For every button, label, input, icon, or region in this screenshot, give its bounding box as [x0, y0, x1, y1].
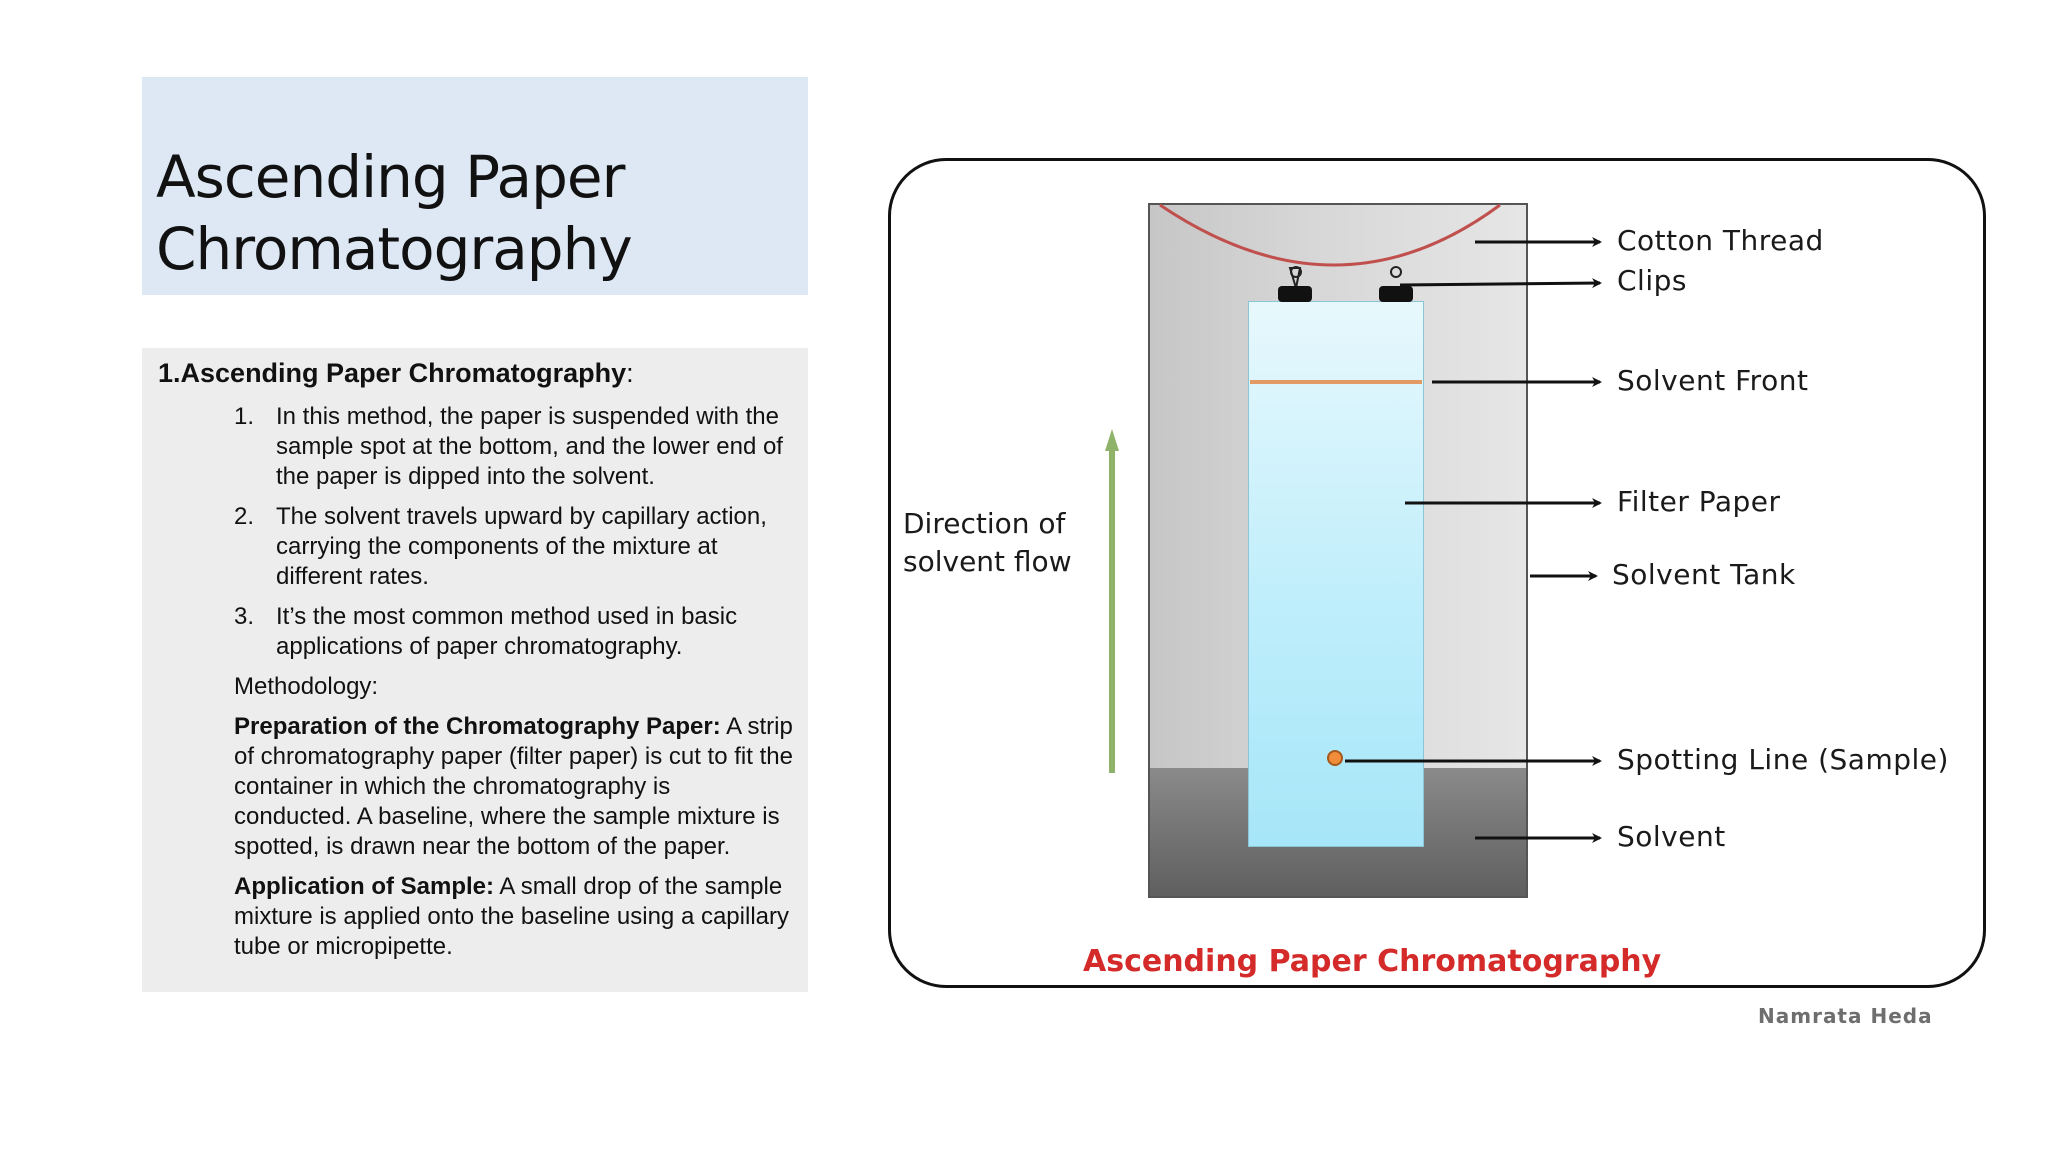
flow-direction-label: Direction of solvent flow [903, 505, 1072, 581]
application-title: Application of Sample: [234, 873, 495, 900]
section-heading-text: 1.Ascending Paper Chromatography [158, 358, 627, 388]
preparation-paragraph: Preparation of the Chromatography Paper:… [158, 712, 794, 862]
content-box: 1.Ascending Paper Chromatography: 1. In t… [142, 348, 808, 992]
label-spotting-line: Spotting Line (Sample) [1617, 743, 1949, 776]
step-text: In this method, the paper is suspended w… [276, 403, 783, 490]
section-heading: 1.Ascending Paper Chromatography: [158, 354, 794, 392]
section-heading-colon: : [626, 358, 634, 388]
arrow-clips [1399, 278, 1602, 289]
list-item: 3. It’s the most common method used in ba… [158, 602, 794, 662]
list-item: 2. The solvent travels upward by capillar… [158, 502, 794, 592]
content-body: 1.Ascending Paper Chromatography: 1. In t… [158, 354, 794, 962]
step-number: 1. [234, 403, 255, 430]
label-clips: Clips [1617, 264, 1687, 297]
solvent-front-line [1250, 380, 1422, 384]
step-number: 2. [234, 503, 255, 530]
clip-left-icon [1278, 266, 1312, 302]
diagram-frame [888, 158, 1986, 988]
list-item: 1. In this method, the paper is suspended… [158, 402, 794, 492]
sample-spot [1327, 750, 1343, 766]
step-text: It’s the most common method used in basi… [276, 603, 738, 660]
author-watermark: Namrata Heda [1758, 1004, 1933, 1028]
clip-right-icon [1379, 266, 1413, 302]
flow-label-line1: Direction of [903, 507, 1066, 540]
label-cotton-thread: Cotton Thread [1617, 224, 1824, 257]
cotton-thread [1159, 203, 1501, 267]
label-filter-paper: Filter Paper [1617, 485, 1781, 518]
preparation-text: A strip of chromatography paper (filter … [234, 713, 793, 860]
title-box: Ascending Paper Chromatography [142, 77, 808, 295]
slide-title: Ascending Paper Chromatography [156, 143, 633, 283]
application-text: A small drop of the sample mixture is ap… [234, 873, 789, 960]
step-number: 3. [234, 603, 255, 630]
label-solvent: Solvent [1617, 820, 1726, 853]
step-text: The solvent travels upward by capillary … [276, 503, 767, 590]
label-solvent-tank: Solvent Tank [1612, 558, 1796, 591]
diagram-caption: Ascending Paper Chromatography [1083, 944, 1662, 979]
preparation-title: Preparation of the Chromatography Paper: [234, 713, 721, 740]
application-paragraph: Application of Sample: A small drop of t… [158, 872, 794, 962]
methodology-label: Methodology: [234, 673, 379, 700]
label-solvent-front: Solvent Front [1617, 364, 1809, 397]
steps-list: 1. In this method, the paper is suspended… [158, 402, 794, 662]
flow-label-line2: solvent flow [903, 545, 1072, 578]
